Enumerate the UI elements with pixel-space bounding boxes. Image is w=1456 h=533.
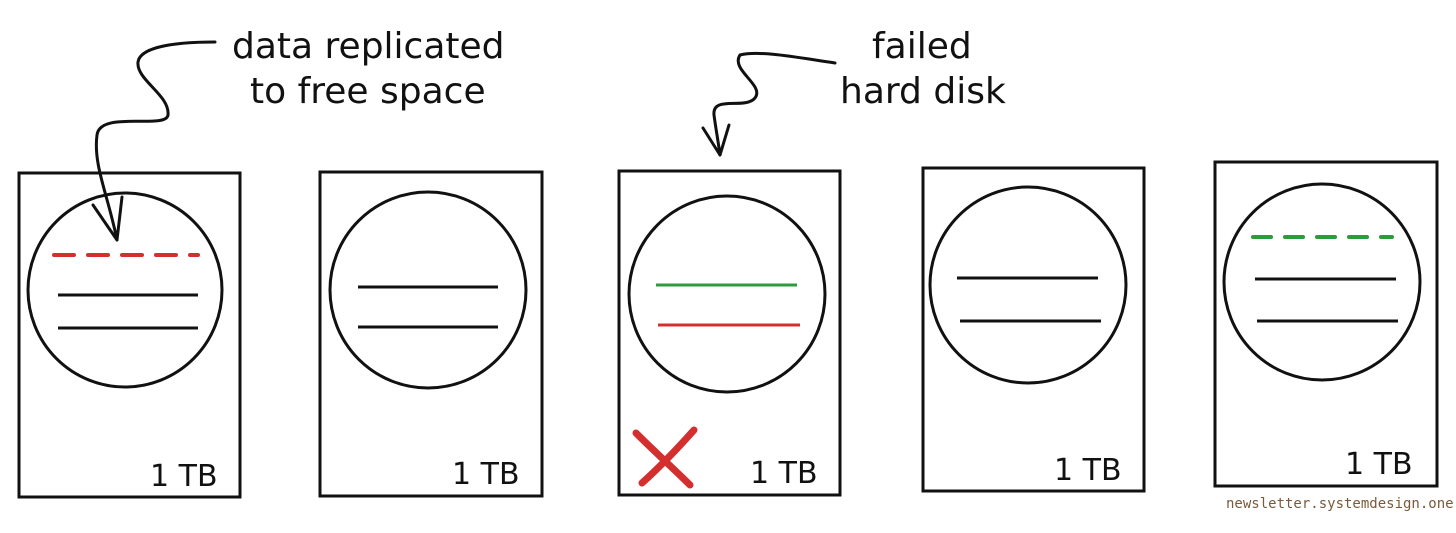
disk-4-case: [921, 166, 1146, 493]
failed-x-icon: [632, 426, 698, 489]
annotation-failed-line1: failed: [872, 26, 972, 67]
failed-arrow-head: [701, 123, 731, 157]
annotation-failed: failed hard disk: [701, 26, 1006, 157]
disk-1-case: [17, 171, 242, 499]
disk-3-capacity: 1 TB: [750, 456, 818, 491]
annotation-failed-line2: hard disk: [840, 71, 1006, 112]
platter-icon: [328, 190, 528, 390]
annotation-replicated: data replicated to free space: [91, 26, 505, 242]
disk-2: 1 TB: [318, 170, 544, 498]
disk-1-capacity: 1 TB: [150, 459, 218, 494]
annotation-replicated-line1: data replicated: [232, 26, 505, 67]
disk-4-capacity: 1 TB: [1054, 453, 1122, 488]
failed-arrow: [712, 51, 837, 157]
platter-icon: [26, 191, 224, 389]
replicated-arrow: [94, 40, 217, 242]
annotation-replicated-line2: to free space: [250, 71, 486, 112]
platter-icon: [928, 185, 1128, 385]
replicated-arrow-head: [91, 195, 124, 242]
disk-2-capacity: 1 TB: [452, 457, 520, 492]
disk-3-case: [617, 169, 842, 497]
disk-5-case: [1213, 160, 1439, 488]
platter-icon: [627, 194, 827, 394]
watermark: newsletter.systemdesign.one: [1226, 496, 1454, 512]
disk-3-failed: 1 TB: [617, 169, 842, 497]
disk-1: 1 TB: [17, 171, 242, 499]
platter-icon: [1222, 182, 1422, 382]
disk-2-case: [318, 170, 544, 498]
disk-5: 1 TB: [1213, 160, 1439, 488]
disk-4: 1 TB: [921, 166, 1146, 493]
disk-5-capacity: 1 TB: [1345, 447, 1413, 482]
